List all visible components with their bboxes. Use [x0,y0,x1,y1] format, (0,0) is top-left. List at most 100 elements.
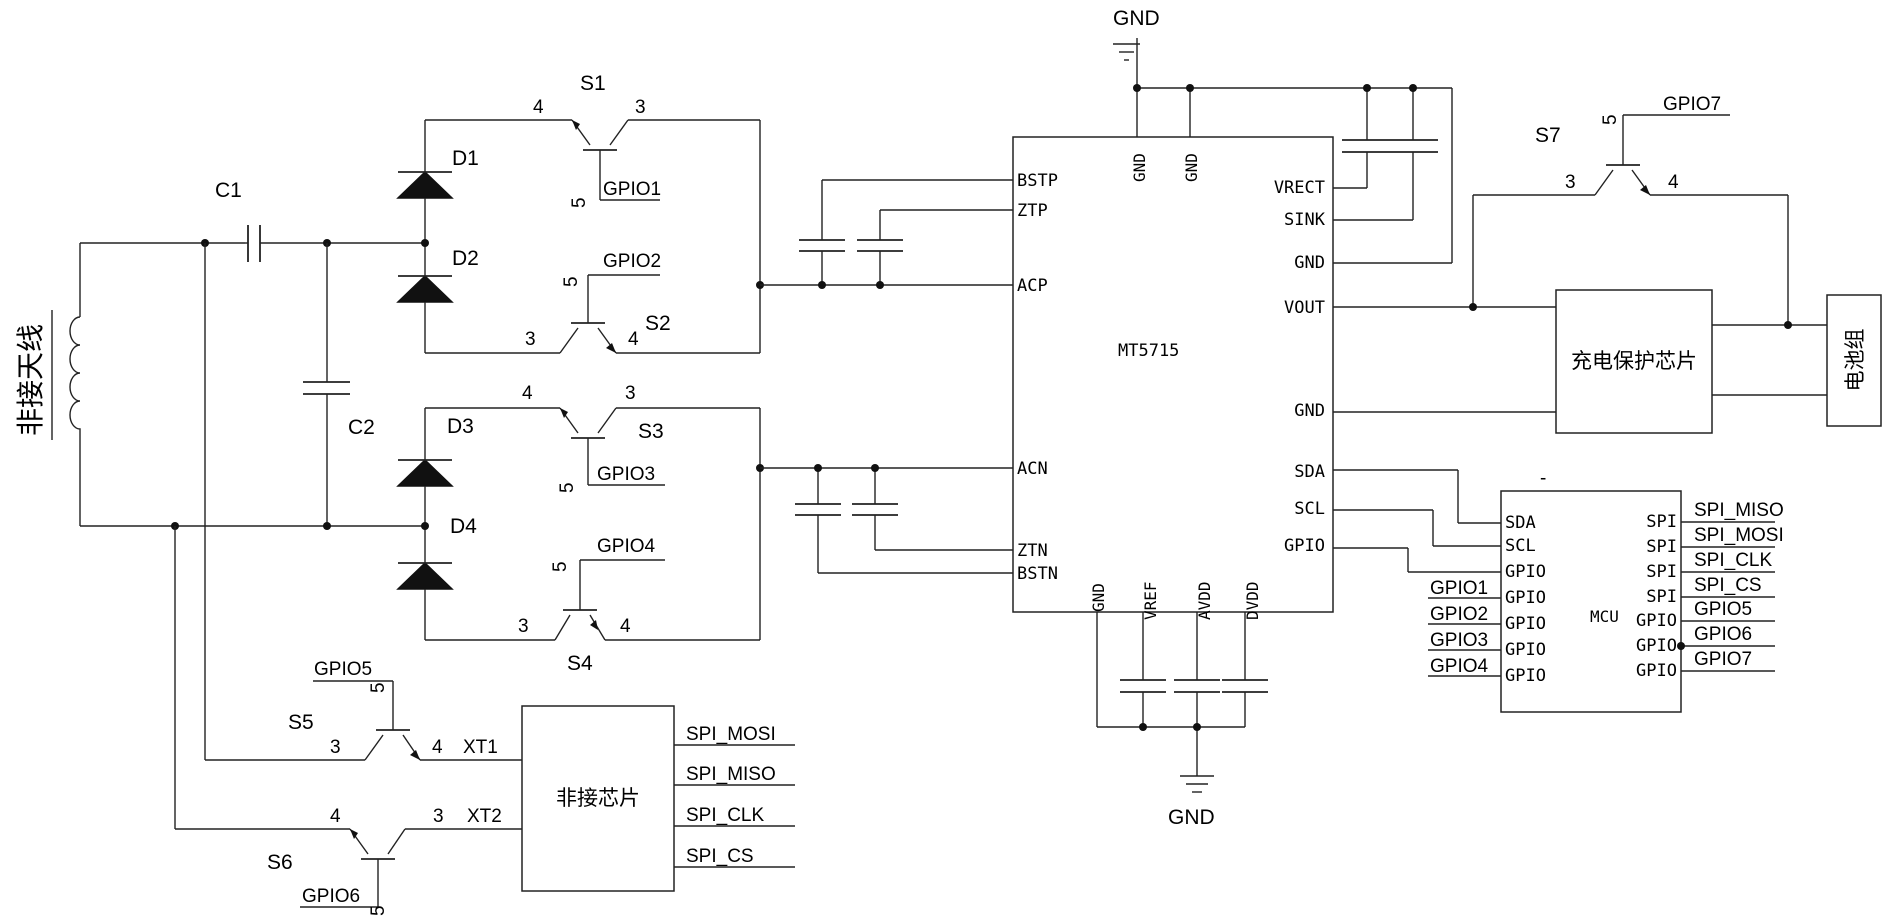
mcu-pin-gpio-a: GPIO [1505,562,1546,582]
mcu-net-gpio6: GPIO6 [1694,624,1752,645]
junction-dot [1363,84,1371,92]
junction-dot [1677,642,1685,650]
mcu-pin-sda: SDA [1505,513,1536,533]
mcu-pin-spi-a: SPI [1646,512,1677,532]
capacitor-c2 [303,243,350,526]
antenna-coil [70,243,425,526]
xt2-label: XT2 [467,806,502,827]
s7-pin-5: 5 [1600,114,1621,125]
nfc-spi-nets: SPI_MOSI SPI_MISO SPI_CLK SPI_CS [674,724,795,867]
bottom-decoupling [1097,612,1268,792]
mcu-pin-gpio-c: GPIO [1505,614,1546,634]
nfc-chip-label: 非接芯片 [556,786,640,810]
junction-dot [876,281,884,289]
mcu-pin-gpio-h: GPIO [1636,661,1677,681]
mt5715-pin-acn: ACN [1017,459,1048,479]
mcu-pin-spi-d: SPI [1646,587,1677,607]
xt1-label: XT1 [463,737,498,758]
switch-s4 [555,560,760,640]
junction-dot [818,281,826,289]
switch-s7 [1473,115,1788,307]
mt5715-name: MT5715 [1118,341,1179,361]
mcu-net-gpio3: GPIO3 [1430,630,1488,651]
s2-label: S2 [645,312,671,335]
c1-label: C1 [215,179,242,202]
mt5715-pin-bstp: BSTP [1017,171,1058,191]
mt5715-pin-gpio: GPIO [1284,536,1325,556]
mcu-net-spi-cs: SPI_CS [1694,575,1762,596]
cap-network-upper [760,180,1013,285]
nfc-net-spi-miso: SPI_MISO [686,764,776,785]
junction-dot [421,239,429,247]
s3-pin-3: 3 [625,383,636,404]
mt5715-pin-sda: SDA [1294,462,1325,482]
junction-dot [1409,84,1417,92]
mt5715-pin-ztp: ZTP [1017,201,1048,221]
s6-pin-5: 5 [368,905,389,916]
junction-dot [1784,321,1792,329]
mcu-pin-gpio-b: GPIO [1505,588,1546,608]
mt5715-to-mcu-wires [1333,470,1501,572]
s5-label: S5 [288,711,314,734]
mcu-net-gpio4: GPIO4 [1430,656,1489,677]
d4-label: D4 [450,515,477,538]
mt5715-pin-gnd-r2: GND [1294,401,1325,421]
s4-gate-net: GPIO4 [597,536,656,557]
s2-pin-4: 4 [628,329,639,350]
mcu-net-spi-clk: SPI_CLK [1694,550,1772,571]
s3-label: S3 [638,420,664,443]
mcu-pin-spi-b: SPI [1646,537,1677,557]
s1-pin-4: 4 [533,97,544,118]
s7-label: S7 [1535,124,1561,147]
d3-label: D3 [447,415,474,438]
mcu-net-gpio7: GPIO7 [1694,649,1752,670]
junction-dot [421,522,429,530]
junction-dot [1133,84,1141,92]
mcu-net-gpio2: GPIO2 [1430,604,1488,625]
mt5715-pin-ztn: ZTN [1017,541,1048,561]
antenna-label: 非接天线 [14,324,47,436]
mt5715-pin-gnd-bottom: GND [1089,583,1108,612]
mt5715-pin-avdd: AVDD [1195,581,1214,620]
s1-gate-net: GPIO1 [603,179,661,200]
cap-network-lower [760,468,1013,573]
s4-pin-5: 5 [550,561,571,572]
gnd-top-label: GND [1113,7,1160,30]
junction-dot [323,522,331,530]
s7-pin-3: 3 [1565,172,1576,193]
switch-s1 [572,120,760,200]
s6-label: S6 [267,851,293,874]
bridge-upper [398,120,572,353]
s5-pin-5: 5 [368,682,389,693]
battery-label: 电池组 [1843,329,1867,392]
d1-label: D1 [452,147,479,170]
junction-dot [814,464,822,472]
gnd-bottom-label: GND [1168,806,1215,829]
mcu-net-spi-mosi: SPI_MOSI [1694,525,1784,546]
mcu-left-nets: GPIO1 GPIO2 GPIO3 GPIO4 [1428,578,1501,677]
mcu-pin-gpio-d: GPIO [1505,640,1546,660]
capacitor-c1 [245,225,425,262]
nfc-net-spi-clk: SPI_CLK [686,805,764,826]
s3-pin-5: 5 [557,482,578,493]
mcu-top-mark: - [1540,468,1546,489]
s6-pin-4: 4 [330,806,341,827]
s5-pin-4: 4 [432,737,443,758]
mcu-pin-gpio-e: GPIO [1505,666,1546,686]
mt5715-pin-vref: VREF [1141,581,1160,620]
mt5715-pin-bstn: BSTN [1017,564,1058,584]
mcu-net-gpio5: GPIO5 [1694,599,1752,620]
c2-label: C2 [348,416,375,439]
mt5715-pin-acp: ACP [1017,276,1048,296]
junction-dot [1193,723,1201,731]
s2-pin-5: 5 [561,276,582,287]
mcu-pin-spi-c: SPI [1646,562,1677,582]
s6-gate-net: GPIO6 [302,886,360,907]
s2-pin-3: 3 [525,329,536,350]
mcu-net-spi-miso: SPI_MISO [1694,500,1784,521]
s7-gate-net: GPIO7 [1663,94,1721,115]
s3-pin-4: 4 [522,383,533,404]
mt5715-pin-gnd-r1: GND [1294,253,1325,273]
s7-pin-4: 4 [1668,172,1679,193]
